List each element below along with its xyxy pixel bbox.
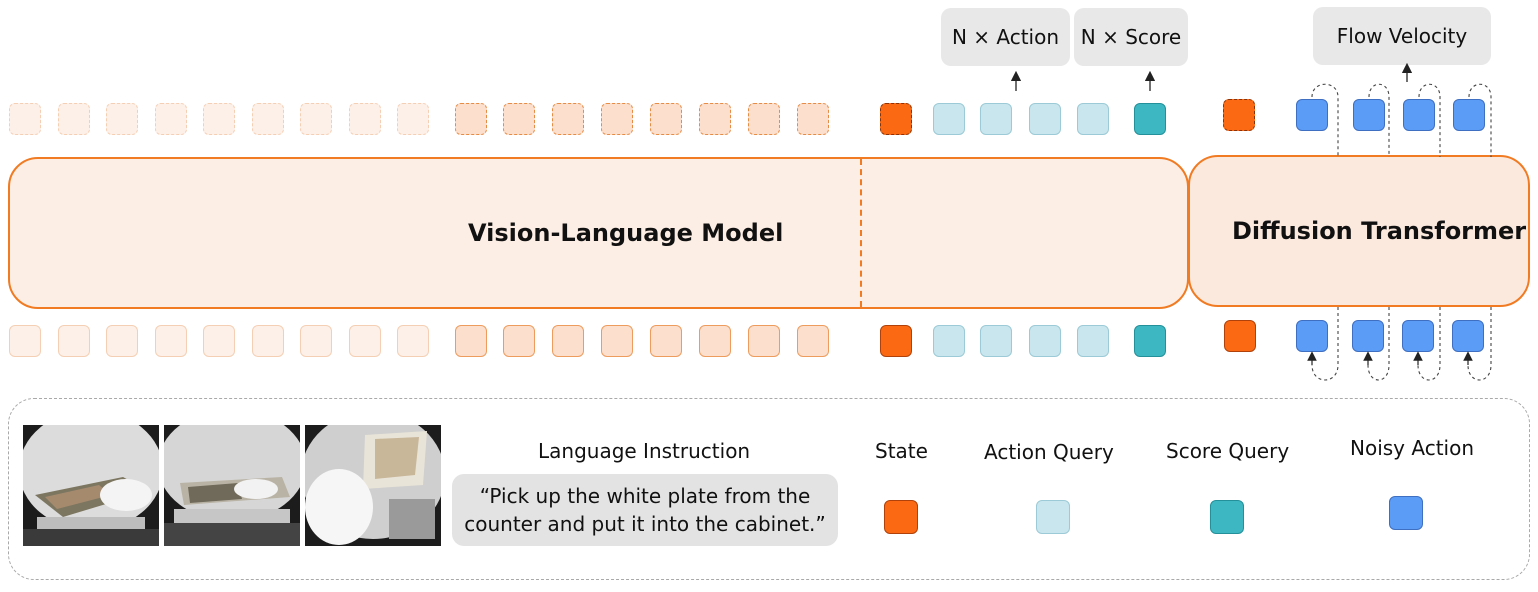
legend-score-query-label: Score Query [1166, 439, 1290, 463]
vlm-divider [860, 159, 862, 307]
state-output-token [880, 103, 912, 135]
language-output-token [650, 103, 682, 135]
score-query-output-token [1134, 103, 1166, 135]
language-output-token [552, 103, 584, 135]
dit-state-output-token [1223, 99, 1255, 131]
language-input-token [552, 325, 584, 357]
vision-output-token [300, 103, 332, 135]
action-query-input-token [980, 325, 1012, 357]
vision-output-token [106, 103, 138, 135]
legend-noisy-action-label: Noisy Action [1350, 436, 1475, 460]
noisy-action-input-token [1296, 320, 1328, 352]
vision-language-model-box: Vision-Language Model [8, 157, 1189, 309]
legend-panel [8, 398, 1530, 580]
vision-input-token [106, 325, 138, 357]
action-query-output-token [980, 103, 1012, 135]
action-query-input-token [933, 325, 965, 357]
language-output-token [601, 103, 633, 135]
flow-velocity-pill: Flow Velocity [1313, 7, 1491, 65]
camera-image-3 [305, 425, 441, 546]
camera-image-2 [164, 425, 300, 546]
vision-input-token [203, 325, 235, 357]
score-query-input-token [1134, 325, 1166, 357]
legend-state-label: State [875, 439, 928, 463]
action-query-input-token [1077, 325, 1109, 357]
action-query-output-token [933, 103, 965, 135]
language-input-token [455, 325, 487, 357]
legend-action-query-swatch [1036, 500, 1070, 534]
vision-output-token [252, 103, 284, 135]
language-output-token [797, 103, 829, 135]
language-instruction-title: Language Instruction [538, 439, 751, 463]
legend-score-query-swatch [1210, 500, 1244, 534]
language-output-token [748, 103, 780, 135]
legend-noisy-action-swatch [1389, 496, 1423, 530]
language-input-token [699, 325, 731, 357]
action-query-output-token [1077, 103, 1109, 135]
instruction-line-1: “Pick up the white plate from the [479, 484, 811, 508]
action-output-pill: N × Action [941, 8, 1070, 66]
noisy-action-output-token [1296, 99, 1328, 131]
noisy-action-output-token [1353, 99, 1385, 131]
vision-output-token [9, 103, 41, 135]
action-query-input-token [1029, 325, 1061, 357]
language-output-token [503, 103, 535, 135]
language-input-token [601, 325, 633, 357]
language-input-token [797, 325, 829, 357]
vision-output-token [203, 103, 235, 135]
vision-input-token [300, 325, 332, 357]
language-input-token [748, 325, 780, 357]
noisy-action-input-token [1402, 320, 1434, 352]
language-output-token [699, 103, 731, 135]
noisy-action-input-token [1352, 320, 1384, 352]
vlm-label: Vision-Language Model [468, 219, 784, 247]
vision-output-token [397, 103, 429, 135]
vision-input-token [58, 325, 90, 357]
vision-input-token [252, 325, 284, 357]
state-input-token [880, 325, 912, 357]
vision-input-token [397, 325, 429, 357]
vision-input-token [9, 325, 41, 357]
instruction-box: “Pick up the white plate from the counte… [452, 474, 838, 546]
action-query-output-token [1029, 103, 1061, 135]
vision-output-token [155, 103, 187, 135]
language-output-token [455, 103, 487, 135]
score-output-pill: N × Score [1074, 8, 1188, 66]
noisy-action-output-token [1403, 99, 1435, 131]
dit-state-input-token [1224, 320, 1256, 352]
dit-label: Diffusion Transformer [1232, 217, 1527, 245]
legend-state-swatch [884, 500, 918, 534]
noisy-action-input-token [1452, 320, 1484, 352]
vision-input-token [155, 325, 187, 357]
vision-input-token [349, 325, 381, 357]
noisy-action-output-token [1453, 99, 1485, 131]
camera-image-1 [23, 425, 159, 546]
vision-output-token [349, 103, 381, 135]
vision-output-token [58, 103, 90, 135]
diffusion-transformer-box: Diffusion Transformer [1188, 155, 1530, 307]
instruction-line-2: counter and put it into the cabinet.” [464, 512, 826, 536]
language-input-token [650, 325, 682, 357]
language-input-token [503, 325, 535, 357]
legend-action-query-label: Action Query [984, 440, 1114, 464]
